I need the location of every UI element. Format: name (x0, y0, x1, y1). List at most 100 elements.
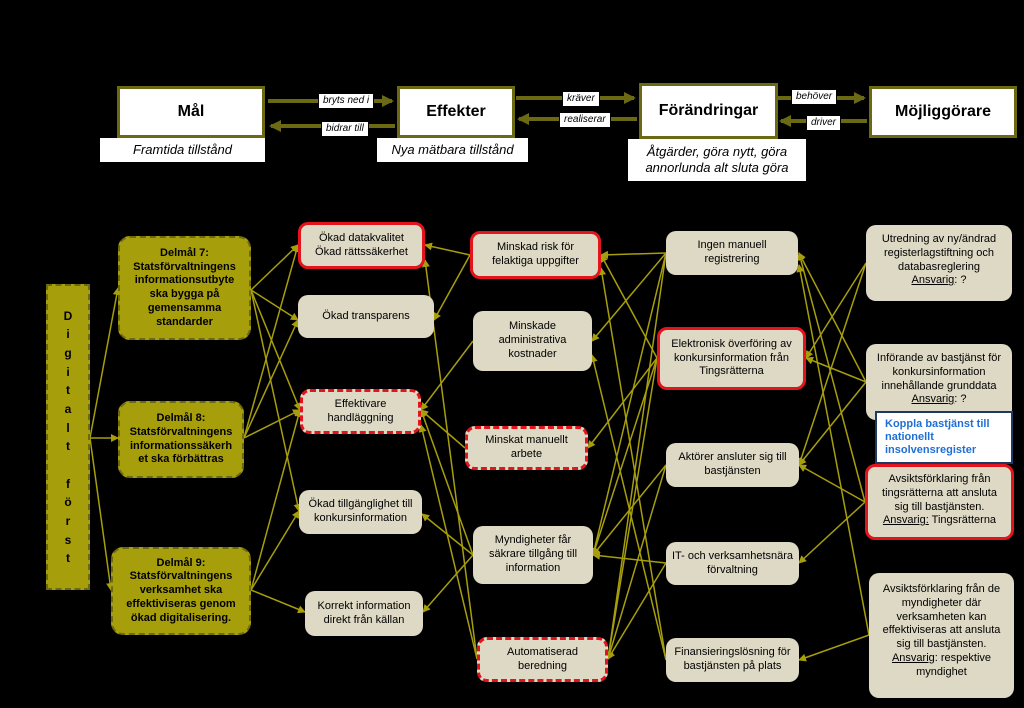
enabler-avsikt-myndigheter: Avsiktsförklaring från de myndigheter dä… (869, 573, 1014, 698)
header-effekter: Effekter (397, 86, 515, 138)
effect-minskat-manuellt-arbete: Minskat manuellt arbete (465, 426, 588, 470)
header-mojliggorare: Möjliggörare (869, 86, 1017, 138)
connector-arrow (243, 319, 299, 439)
effect-line: Ökad datakvalitet (319, 231, 404, 244)
digital-letter: i (66, 327, 70, 342)
change-line: Ingen manuell (697, 239, 767, 252)
enabler-responsible-label: Ansvarig (911, 393, 955, 406)
effect-line: Minskat manuellt (485, 434, 568, 447)
digital-letter: g (64, 345, 72, 360)
effect-line: Ökad rättssäkerhet (315, 245, 408, 258)
connector-arrow (89, 287, 121, 439)
connector-arrow (420, 409, 466, 449)
digital-letter: ö (64, 495, 72, 510)
digital-letter: D (63, 308, 73, 323)
connector-arrow (590, 252, 667, 556)
digital-letter: t (66, 383, 70, 398)
connector-arrow (419, 409, 474, 556)
enabler-responsible-value: : ? (954, 393, 967, 406)
effect-line: Minskade (508, 320, 557, 333)
tag-realiserar: realiserar (559, 112, 611, 128)
subtitle-forandringar-line1: Åtgärder, göra nytt, göra (646, 143, 788, 159)
tag-driver: driver (806, 115, 842, 131)
digital-letter: r (65, 513, 71, 528)
effect-line: säkrare tillgång till (488, 548, 578, 561)
connector-arrow (420, 340, 474, 411)
change-line: Finansieringslösning för (674, 646, 791, 659)
connector-arrow (250, 589, 306, 614)
connector-arrow (797, 262, 867, 466)
connector-arrow (796, 264, 870, 636)
effect-line: Ökad tillgänglighet till (308, 498, 413, 511)
tag-kraver: kräver (562, 91, 600, 107)
callout-insolvensregister: Koppla bastjänst till nationellt insolve… (875, 411, 1013, 464)
digital-letter: a (64, 401, 72, 416)
connector-arrow (607, 562, 667, 660)
connector-arrow (250, 289, 302, 411)
connector-arrow (250, 409, 303, 591)
digital-letter: t (66, 439, 70, 454)
connector-arrow (89, 437, 115, 591)
enabler-responsible-value: : respektive myndighet (916, 651, 992, 678)
tag-bryts-ned-i: bryts ned i (318, 93, 375, 109)
connector-arrow (798, 501, 866, 564)
effect-automatiserad-beredning: Automatiserad beredning (477, 637, 608, 682)
change-line: bastjänsten (704, 465, 761, 477)
change-ingen-manuell-registrering: Ingen manuell registrering (666, 231, 798, 275)
connector-arrow (250, 510, 300, 591)
connector-arrow (805, 356, 867, 383)
subtitle-effekter: Nya mätbara tillstånd (377, 138, 528, 162)
connector-arrow (606, 464, 667, 660)
connector-arrow (796, 252, 866, 503)
effect-line: Effektivare (334, 397, 387, 410)
digital-letter: t (66, 551, 70, 566)
goal-delmal-9: Delmål 9: Statsförvaltningens verksamhet… (111, 547, 251, 635)
effect-line: kostnader (508, 347, 557, 360)
connector-arrow (592, 551, 667, 564)
enabler-avsikt-tingsratterna: Avsiktsförklaring från tingsrätterna att… (865, 464, 1014, 540)
enabler-responsible-value: : ? (954, 274, 967, 287)
digital-letter: f (66, 476, 70, 491)
change-it-forvaltning: IT- och verksamhetsnära förvaltning (666, 542, 799, 585)
enabler-responsible-label: Ansvarig (891, 651, 935, 664)
enabler-text: Införande av bastjänst för konkursinform… (876, 352, 1002, 392)
effect-line: Ökad transparens (322, 309, 410, 322)
change-line: Aktörer ansluter sig till (678, 451, 787, 464)
connector-arrow (250, 244, 299, 291)
effect-line: Korrekt information (317, 599, 411, 612)
connector-arrow (250, 289, 302, 512)
connector-arrow (433, 254, 471, 321)
effect-line: administrativa (498, 334, 567, 347)
change-elektronisk-overforing: Elektronisk överföring av konkursinforma… (657, 327, 806, 390)
effect-line: handläggning (327, 411, 394, 424)
enabler-utredning: Utredning av ny/ändrad registerlagstiftn… (866, 225, 1012, 301)
effect-line: beredning (518, 659, 567, 672)
enabler-text: Avsiktsförklaring från tingsrätterna att… (882, 473, 997, 513)
effect-minskade-kostnader: Minskade administrativa kostnader (473, 311, 592, 371)
goal-title: Delmål 8: (156, 412, 206, 424)
subtitle-mal: Framtida tillstånd (100, 138, 265, 162)
enabler-responsible-label: Ansvarig (911, 274, 955, 287)
connector-arrow (418, 424, 478, 660)
digital-letter: l (66, 420, 70, 435)
goal-text: Statsförvaltningens informationssäkerh e… (129, 425, 233, 466)
enabler-inforande-bastjanst: Införande av bastjänst för konkursinform… (866, 344, 1012, 420)
effect-line: felaktiga uppgifter (492, 255, 579, 267)
connector-arrow (798, 634, 870, 662)
connector-arrow (605, 252, 667, 660)
enabler-responsible-value: Tingsrätterna (928, 514, 997, 527)
goal-title: Delmål 7: (160, 246, 209, 259)
header-mal: Mål (117, 86, 265, 138)
effect-line: arbete (510, 448, 543, 460)
connector-arrow (589, 354, 667, 661)
effect-line: direkt från källan (323, 613, 405, 626)
connector-arrow (243, 409, 301, 439)
change-aktorer-ansluter: Aktörer ansluter sig till bastjänsten (666, 443, 799, 487)
subtitle-forandringar: Åtgärder, göra nytt, göra annorlunda alt… (628, 139, 806, 181)
connector-arrow (424, 242, 471, 256)
enabler-text: Utredning av ny/ändrad registerlagstiftn… (881, 233, 997, 273)
effect-korrekt-information: Korrekt information direkt från källan (305, 591, 423, 636)
change-line: registrering (704, 253, 760, 265)
subtitle-forandringar-line2: annorlunda alt sluta göra (645, 160, 789, 175)
